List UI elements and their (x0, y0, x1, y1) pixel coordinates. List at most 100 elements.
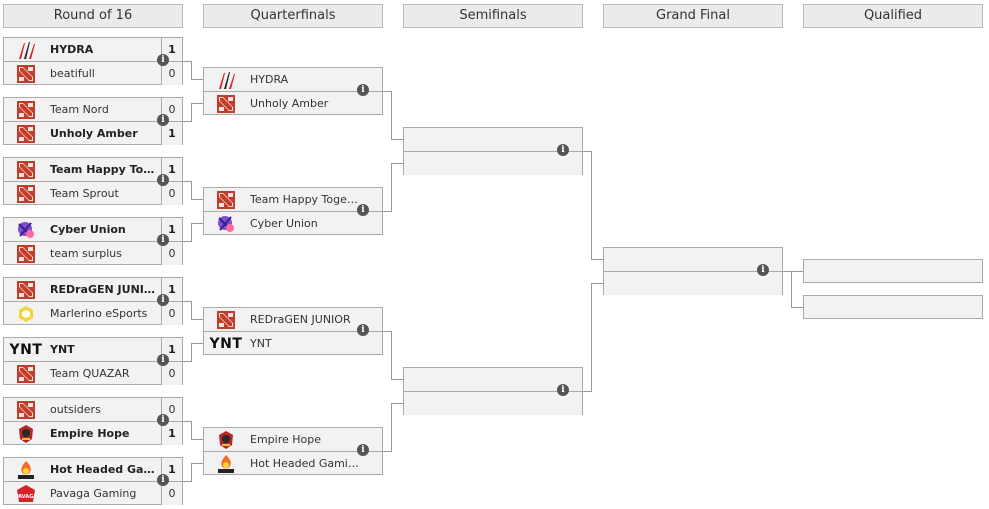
match-box (403, 367, 583, 415)
info-icon[interactable]: i (557, 384, 569, 396)
connector-line (191, 343, 203, 344)
empty-slot[interactable] (404, 368, 582, 392)
team-score: 0 (161, 362, 182, 385)
connector-line (183, 121, 191, 122)
info-icon[interactable]: i (157, 234, 169, 246)
info-icon[interactable]: i (157, 174, 169, 186)
team-score: 0 (161, 242, 182, 265)
connector-line (391, 331, 392, 380)
team-slot[interactable]: Empire Hope 1 (4, 422, 182, 445)
connector-line (591, 283, 592, 392)
connector-line (383, 451, 391, 452)
info-icon[interactable]: i (157, 474, 169, 486)
dota-icon (4, 242, 48, 265)
round-header: Semifinals (403, 4, 583, 28)
ynt-icon: YNT (4, 338, 48, 361)
qualified-slot[interactable] (803, 259, 983, 283)
connector-line (391, 91, 392, 140)
info-icon[interactable]: i (357, 204, 369, 216)
empty-slot[interactable] (604, 272, 782, 295)
team-slot[interactable]: Team Happy Togeth... (204, 188, 382, 212)
connector-line (183, 481, 191, 482)
empty-slot[interactable] (404, 152, 582, 175)
connector-line (191, 181, 192, 200)
hothead-icon (4, 458, 48, 481)
info-icon[interactable]: i (557, 144, 569, 156)
round-header: Round of 16 (3, 4, 183, 28)
team-slot[interactable]: Unholy Amber (204, 92, 382, 115)
info-icon[interactable]: i (157, 54, 169, 66)
team-name: Unholy Amber (50, 127, 138, 140)
dota-icon (4, 98, 48, 121)
connector-line (591, 151, 592, 260)
connector-line (191, 103, 203, 104)
info-icon[interactable]: i (757, 264, 769, 276)
info-icon[interactable]: i (357, 324, 369, 336)
info-icon[interactable]: i (157, 354, 169, 366)
team-name: Hot Headed Gaming (250, 457, 360, 470)
connector-line (183, 181, 191, 182)
team-slot[interactable]: HYDRA (204, 68, 382, 92)
team-slot[interactable]: Team Happy Toget...1 (4, 158, 182, 182)
team-score: 0 (161, 182, 182, 205)
empty-slot[interactable] (604, 248, 782, 272)
connector-line (183, 61, 191, 62)
team-name: YNT (50, 343, 75, 356)
team-slot[interactable]: Hot Headed Gaming1 (4, 458, 182, 482)
team-slot[interactable]: Empire Hope (204, 428, 382, 452)
team-name: Pavaga Gaming (50, 487, 137, 500)
team-name: outsiders (50, 403, 101, 416)
connector-line (383, 91, 391, 92)
connector-line (191, 223, 192, 242)
round-header: Grand Final (603, 4, 783, 28)
dota-icon (4, 398, 48, 421)
dota-icon (4, 362, 48, 385)
dota-icon (4, 278, 48, 301)
empty-slot[interactable] (404, 128, 582, 152)
team-slot[interactable]: Unholy Amber 1 (4, 122, 182, 145)
match-box (403, 127, 583, 175)
info-icon[interactable]: i (157, 294, 169, 306)
empty-slot[interactable] (404, 392, 582, 415)
connector-line (791, 271, 792, 308)
round-header: Quarterfinals (203, 4, 383, 28)
team-score: 1 (161, 422, 182, 445)
connector-line (591, 283, 603, 284)
info-icon[interactable]: i (357, 444, 369, 456)
team-slot[interactable]: REDraGEN JUNIOR (204, 308, 382, 332)
team-name: Empire Hope (50, 427, 130, 440)
team-slot[interactable]: Team QUAZAR 0 (4, 362, 182, 385)
connector-line (391, 139, 403, 140)
team-slot[interactable]: Cyber Union (204, 212, 382, 235)
info-icon[interactable]: i (157, 414, 169, 426)
info-icon[interactable]: i (357, 84, 369, 96)
team-name: Team QUAZAR (50, 367, 130, 380)
team-score: 1 (161, 122, 182, 145)
ynt-logo-text: YNT (209, 335, 243, 352)
team-name: Cyber Union (50, 223, 126, 236)
connector-line (191, 343, 192, 362)
team-slot[interactable]: Hot Headed Gaming (204, 452, 382, 475)
info-icon[interactable]: i (157, 114, 169, 126)
team-name: Team Nord (50, 103, 109, 116)
connector-line (191, 319, 203, 320)
team-name: HYDRA (50, 43, 94, 56)
qualified-slot[interactable] (803, 295, 983, 319)
